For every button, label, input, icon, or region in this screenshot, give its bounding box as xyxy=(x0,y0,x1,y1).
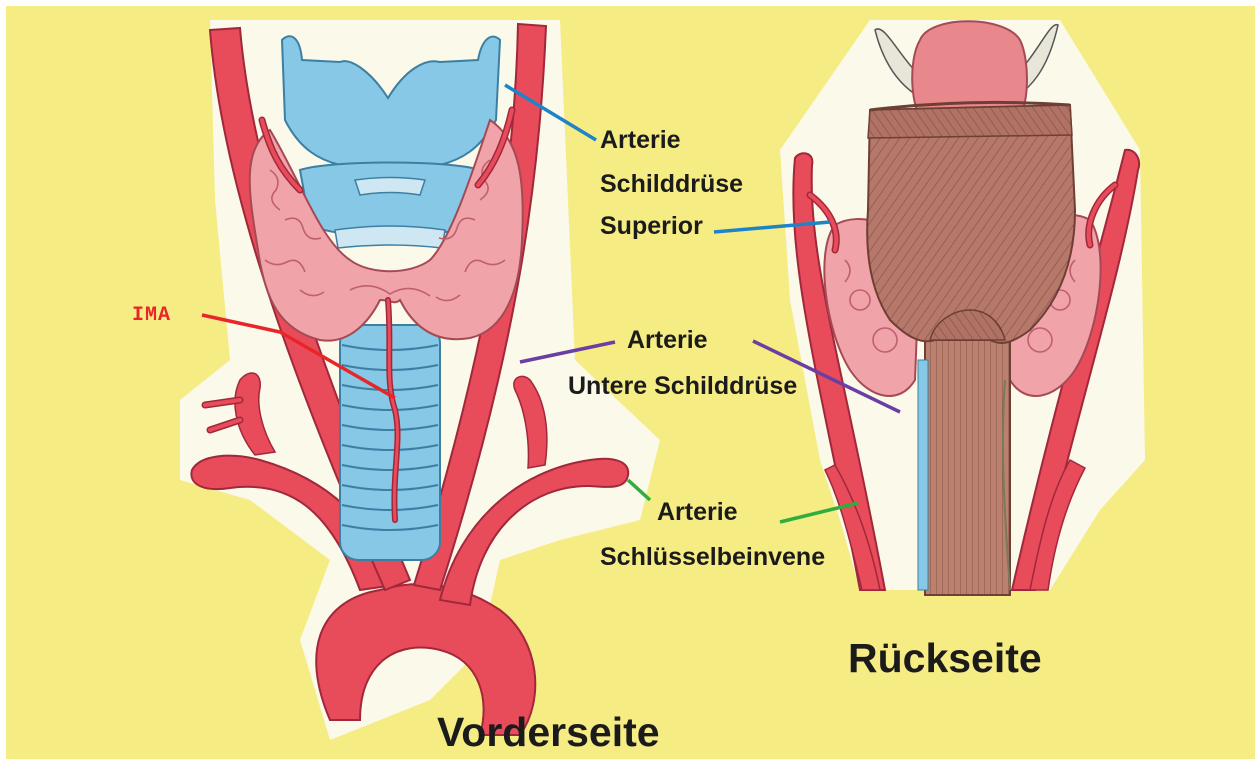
pharyngeal-constrictor xyxy=(867,105,1075,343)
ima-label: IMA xyxy=(132,304,171,327)
front-view-title: Vorderseite xyxy=(437,712,660,753)
inferior-label-line2: Untere Schilddrüse xyxy=(568,374,797,399)
superior-label-line1: Arterie xyxy=(600,128,681,153)
subclavian-label-line1: Arterie xyxy=(657,500,738,525)
esophagus xyxy=(925,330,1010,595)
superior-label-line2: Schilddrüse xyxy=(600,172,743,197)
inferior-label-line1: Arterie xyxy=(627,328,708,353)
superior-label-line3: Superior xyxy=(600,214,703,239)
subclavian-label-line2: Schlüsselbeinvene xyxy=(600,545,825,570)
back-view-title: Rückseite xyxy=(848,638,1042,679)
